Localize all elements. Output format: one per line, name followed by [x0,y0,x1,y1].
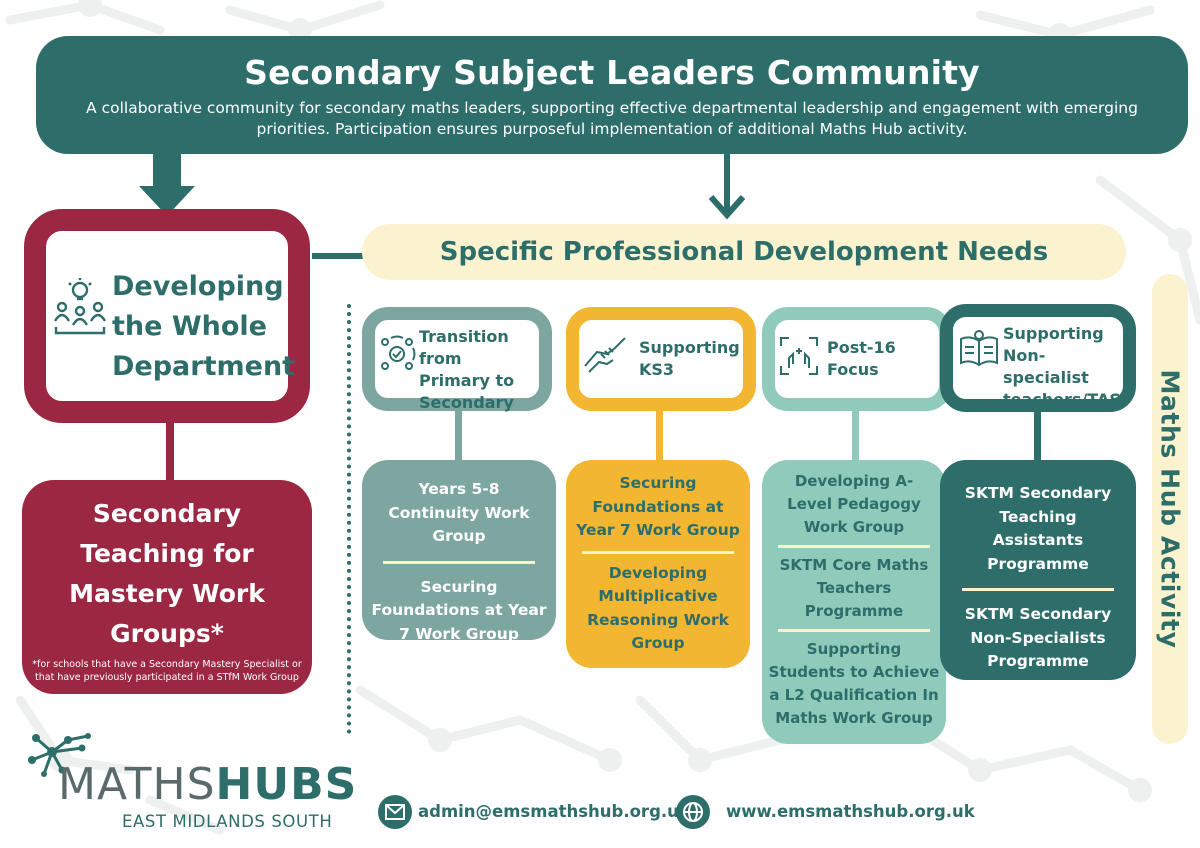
mastery-line2: Teaching for [80,539,254,568]
maths-hub-activity-bar [1152,274,1188,744]
mastery-title: Secondary Teaching for Mastery Work Grou… [22,494,312,654]
people-cycle-icon [381,335,416,370]
category-ks3: Supporting KS3 [566,307,756,411]
programme-separator [962,588,1114,591]
mastery-line3: Mastery Work [69,579,265,608]
transition-connector [455,408,462,464]
category-post16-line2: Focus [827,360,879,379]
dotted-divider [347,304,351,734]
email-icon [378,795,412,829]
programme-item: Securing Foundations at Year 7 Work Grou… [576,474,740,539]
category-transition: Transition from Primary to Secondary [362,307,552,414]
mastery-line4: Groups* [110,619,224,648]
programme-item: Supporting Students to Achieve a L2 Qual… [768,640,940,727]
category-transition-label: Transition from Primary to Secondary [419,326,539,414]
logo-word-hubs: HUBS [215,759,358,810]
whole-department-line2: the Whole [112,311,267,342]
whole-department-line1: Developing [112,271,284,302]
logo-subtitle: EAST MIDLANDS SOUTH [122,812,333,831]
category-post16-line1: Post-16 [827,338,896,357]
category-non-specialist-line1: Supporting [1003,324,1104,343]
header-title: Secondary Subject Leaders Community [244,53,980,92]
team-lightbulb-icon [53,278,107,335]
programme-separator [778,545,930,548]
category-ks3-line1: Supporting [639,338,740,357]
department-to-mastery-connector [166,420,174,484]
programme-item: SKTM Core Maths Teachers Programme [779,556,929,620]
category-non-specialist-label: Supporting Non-specialist teachers/TAS [1003,323,1123,411]
arrow-to-department-head [139,186,195,216]
mastery-line1: Secondary [92,499,242,528]
post16-programmes: Developing A-Level Pedagogy Work Group S… [762,460,946,744]
needs-banner: Specific Professional Development Needs [362,224,1126,280]
ks3-programmes: Securing Foundations at Year 7 Work Grou… [566,460,750,668]
category-transition-line3: Secondary [419,393,514,412]
whole-department-box: Developing the Whole Department [24,209,310,423]
handshake-icon [584,337,626,373]
whole-department-line3: Department [112,351,296,382]
book-gear-icon [960,330,998,367]
category-non-specialist-line2: Non-specialist [1003,346,1089,387]
maths-hub-activity-label: Maths Hub Activity [1155,369,1185,649]
arrow-to-needs-head [708,195,746,220]
arrow-to-department [153,150,181,188]
category-post16-label: Post-16 Focus [827,337,896,381]
header-description: A collaborative community for secondary … [86,99,1138,138]
post16-connector [852,408,859,464]
category-transition-line2: Primary to [419,371,515,390]
programme-separator [383,560,535,564]
mastery-footnote: *for schools that have a Secondary Maste… [32,659,302,683]
programme-separator [582,550,734,554]
maths-hubs-molecule-logo-icon [28,733,91,777]
non-specialist-connector [1034,408,1041,464]
category-non-specialist: Supporting Non-specialist teachers/TAS [940,304,1136,412]
programme-item: SKTM Secondary Teaching Assistants Progr… [964,484,1112,573]
logo-word-maths: MATHS [58,759,216,810]
category-transition-line1: Transition from [419,327,509,368]
community-header: Secondary Subject Leaders Community A co… [36,36,1188,154]
ks3-connector [656,408,663,464]
programme-item: SKTM Secondary Non-Specialists Programme [964,605,1112,670]
category-post16: Post-16 Focus [762,307,952,411]
website-link[interactable]: www.emsmathshub.org.uk [726,802,975,821]
programme-item: Years 5-8 Continuity Work Group [388,480,530,545]
globe-icon [676,795,710,829]
mastery-work-groups-box: Secondary Teaching for Mastery Work Grou… [22,480,312,694]
programme-item: Developing A-Level Pedagogy Work Group [787,472,921,536]
non-specialist-programmes: SKTM Secondary Teaching Assistants Progr… [940,460,1136,680]
programme-separator [778,629,930,632]
maths-hubs-wordmark: MATHSHUBS [58,758,357,812]
programme-item: Securing Foundations at Year 7 Work Grou… [371,577,547,643]
category-non-specialist-line3: teachers/TAS [1003,390,1121,409]
category-ks3-line2: KS3 [639,360,675,379]
email-link[interactable]: admin@emsmathshub.org.uk [418,802,690,821]
transition-programmes: Years 5-8 Continuity Work Group Securing… [362,460,556,643]
category-ks3-label: Supporting KS3 [639,337,740,381]
focus-frame-icon [780,337,818,375]
whole-department-title: Developing the Whole Department [112,267,295,387]
programme-item: Developing Multiplicative Reasoning Work… [587,563,729,653]
